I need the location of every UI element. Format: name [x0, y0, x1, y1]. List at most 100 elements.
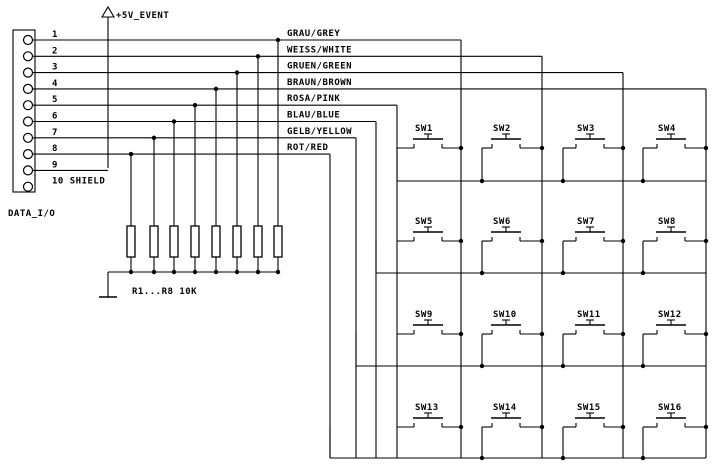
wire-label-2: WEISS/WHITE: [287, 45, 352, 55]
connector-pin-label: 1: [52, 30, 58, 40]
junction-dot: [479, 455, 485, 461]
switch-label: SW15: [577, 403, 601, 413]
connector-body: [12, 29, 36, 193]
wire-label-5: ROSA/PINK: [287, 94, 340, 104]
wire-label-8: ROT/RED: [287, 143, 329, 153]
junction-dot: [703, 331, 709, 337]
connector-pin-7: [22, 132, 34, 143]
switch-sw14: SW14: [479, 403, 545, 461]
resistor-7: [149, 225, 159, 258]
connector-label: DATA_I/O: [8, 209, 55, 219]
connector-pin-10: [22, 181, 34, 192]
resistor-1: [273, 225, 283, 258]
junction-dot: [703, 238, 709, 244]
connector-pin-label: 6: [52, 112, 58, 122]
switch-label: SW5: [415, 217, 433, 227]
resistor-bank: [108, 225, 283, 275]
connector-pin-6: [22, 116, 34, 127]
ground-symbol: [99, 272, 117, 298]
switch-label: SW16: [658, 403, 682, 413]
wire-label-3: GRUEN/GREEN: [287, 62, 352, 72]
switch-sw10: SW10: [479, 310, 545, 369]
junction-dot: [640, 270, 646, 276]
junction-dot: [640, 455, 646, 461]
switch-label: SW1: [415, 124, 433, 134]
switch-label: SW8: [658, 217, 676, 227]
switch-label: SW3: [577, 124, 595, 134]
switch-sw11: SW11: [560, 310, 626, 369]
junction-dot: [539, 238, 545, 244]
connector-pin-2: [22, 51, 34, 62]
junction-dot: [560, 455, 566, 461]
connector-pin-label: 8: [52, 144, 58, 154]
connector-pin-label: 10 SHIELD: [52, 177, 105, 187]
switch-label: SW6: [493, 217, 511, 227]
switch-sw7: SW7: [560, 217, 626, 276]
connector-pin-label: 3: [52, 63, 58, 73]
connector-pin-label: 9: [52, 160, 58, 170]
junction-dot: [640, 178, 646, 184]
junction-dot: [458, 145, 464, 151]
switch-sw4: SW4: [640, 124, 709, 184]
junction-dot: [620, 238, 626, 244]
resistor-label: R1...R8 10K: [132, 287, 197, 297]
junction-dot: [560, 270, 566, 276]
switch-label: SW14: [493, 403, 517, 413]
switch-sw16: SW16: [640, 403, 709, 461]
switch-sw13: SW13: [397, 403, 464, 430]
connector-pin-5: [22, 100, 34, 111]
junction-dot: [640, 363, 646, 369]
junction-dot: [479, 178, 485, 184]
switch-sw12: SW12: [640, 310, 709, 369]
connector-pin-label: 2: [52, 46, 58, 56]
switch-sw15: SW15: [560, 403, 626, 461]
connector-pin-4: [22, 83, 34, 95]
resistor-3: [232, 225, 242, 258]
switch-label: SW12: [658, 310, 682, 320]
switch-label: SW9: [415, 310, 433, 320]
switch-label: SW2: [493, 124, 511, 134]
connector-pin-label: 7: [52, 128, 58, 138]
power-symbol: [101, 5, 115, 168]
junction-dot: [620, 331, 626, 337]
junction-dot: [539, 424, 545, 430]
connector-pin-3: [22, 67, 34, 78]
connector-pin-1: [22, 34, 34, 46]
switch-label: SW11: [577, 310, 601, 320]
switch-label: SW4: [658, 124, 676, 134]
junction-dot: [458, 238, 464, 244]
switch-sw1: SW1: [397, 124, 464, 151]
switch-label: SW13: [415, 403, 439, 413]
junction-dot: [539, 331, 545, 337]
connector-pin-label: 5: [52, 95, 58, 105]
switch-sw2: SW2: [479, 124, 545, 184]
switch-label: SW10: [493, 310, 517, 320]
switch-label: SW7: [577, 217, 595, 227]
resistor-6: [169, 225, 179, 258]
switch-sw6: SW6: [479, 217, 545, 276]
switch-sw9: SW9: [397, 310, 464, 337]
wire-label-1: GRAU/GREY: [287, 29, 340, 39]
junction-dot: [560, 363, 566, 369]
wire-label-6: BLAU/BLUE: [287, 111, 340, 121]
junction-dot: [539, 145, 545, 151]
wire-label-4: BRAUN/BROWN: [287, 78, 352, 88]
junction-dot: [703, 145, 709, 151]
connector-pin-9: [22, 165, 34, 176]
resistor-2: [253, 225, 263, 258]
resistor-5: [190, 225, 200, 258]
junction-dot: [458, 424, 464, 430]
junction-dot: [560, 178, 566, 184]
switch-sw5: SW5: [397, 217, 464, 244]
junction-dot: [620, 145, 626, 151]
power-label: +5V_EVENT: [116, 11, 169, 21]
switch-sw3: SW3: [560, 124, 626, 184]
junction-dot: [479, 270, 485, 276]
resistor-4: [211, 225, 221, 258]
junction-dot: [620, 424, 626, 430]
resistor-8: [126, 225, 136, 258]
wire-label-7: GELB/YELLOW: [287, 127, 352, 137]
